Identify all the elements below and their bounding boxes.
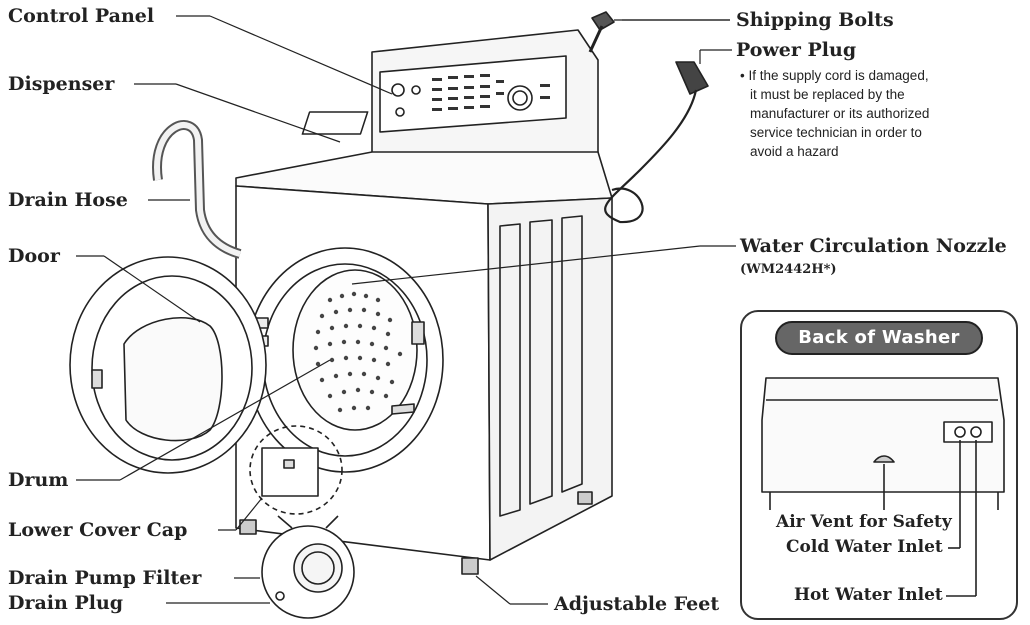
back-of-washer-panel: [740, 310, 1018, 620]
dispenser-shape: [301, 111, 369, 135]
label-adjustable-feet: Adjustable Feet: [554, 593, 720, 615]
label-lower-cover-cap: Lower Cover Cap: [8, 519, 188, 541]
label-door: Door: [8, 245, 60, 267]
label-drain-hose: Drain Hose: [8, 189, 128, 211]
back-of-washer-title: Back of Washer: [775, 321, 983, 355]
circulation-nozzle-shape: [391, 403, 415, 415]
label-model-note: (WM2442H*): [740, 262, 837, 277]
power-plug-note-line: avoid a hazard: [750, 144, 839, 159]
label-control-panel: Control Panel: [8, 5, 155, 27]
foot-front-right: [461, 557, 479, 575]
shipping-bolt-shape: [588, 11, 615, 53]
foot-back-right: [577, 491, 593, 505]
label-cold-water-inlet: Cold Water Inlet: [786, 537, 943, 557]
power-plug-note-line: • If the supply cord is damaged,: [740, 68, 929, 83]
label-drum: Drum: [8, 469, 69, 491]
drum-shape: [292, 269, 418, 431]
label-dispenser: Dispenser: [8, 73, 115, 95]
power-plug-shape: [604, 61, 709, 224]
label-drain-pump-filter: Drain Pump Filter: [8, 567, 202, 589]
power-plug-note-line: it must be replaced by the: [750, 87, 905, 102]
power-plug-note-line: manufacturer or its authorized: [750, 106, 930, 121]
foot-front-left: [239, 519, 257, 535]
label-water-circulation-nozzle: Water Circulation Nozzle: [740, 235, 1007, 257]
power-plug-note-line: service technician in order to: [750, 125, 922, 140]
label-drain-plug: Drain Plug: [8, 592, 124, 614]
label-hot-water-inlet: Hot Water Inlet: [794, 585, 943, 605]
power-plug-note: • If the supply cord is damaged, it must…: [740, 66, 1020, 161]
washer-side: [487, 197, 613, 561]
lower-cover-cap-shape: [261, 447, 319, 497]
label-power-plug: Power Plug: [736, 39, 857, 61]
control-panel-shape: [371, 29, 599, 161]
label-air-vent: Air Vent for Safety: [776, 512, 952, 532]
label-shipping-bolts: Shipping Bolts: [736, 9, 894, 31]
